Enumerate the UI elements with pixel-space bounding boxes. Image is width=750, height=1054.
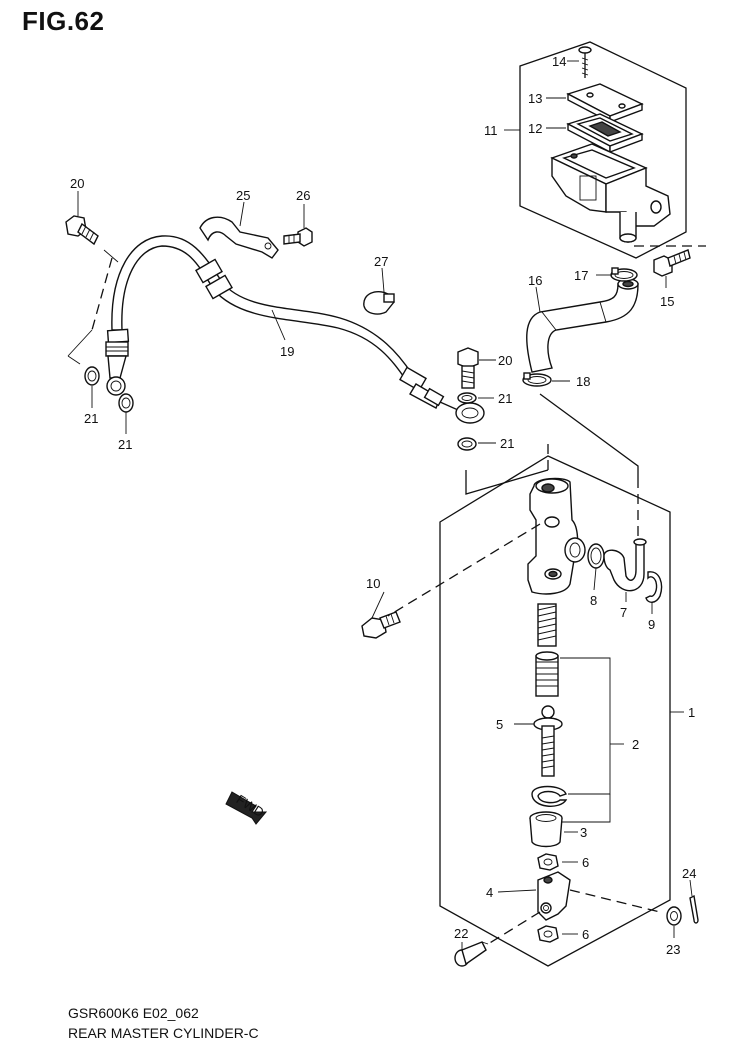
reservoir-hose-16 bbox=[526, 278, 639, 373]
callout-2: 2 bbox=[632, 737, 639, 752]
callout-21-right-lower: 21 bbox=[500, 436, 514, 451]
bolt-15 bbox=[653, 249, 691, 277]
brake-hose-assembly bbox=[65, 215, 485, 451]
callout-21-left-a: 21 bbox=[84, 411, 98, 426]
footer-code: GSR600K6 E02_062 bbox=[68, 1005, 199, 1021]
spring-upper bbox=[537, 603, 557, 647]
union-bolt-20-left bbox=[65, 215, 99, 246]
nut-6-upper bbox=[537, 853, 559, 871]
diaphragm-12 bbox=[566, 113, 644, 154]
callout-23: 23 bbox=[666, 942, 680, 957]
callout-21-right-upper: 21 bbox=[498, 391, 512, 406]
union-bolt-20-right bbox=[457, 347, 479, 389]
callout-8: 8 bbox=[590, 593, 597, 608]
callout-25: 25 bbox=[236, 188, 250, 203]
screw-14 bbox=[578, 46, 592, 78]
reservoir-assembly bbox=[519, 41, 691, 387]
callout-11: 11 bbox=[484, 123, 498, 138]
callout-21-left-b: 21 bbox=[118, 437, 132, 452]
callout-5: 5 bbox=[496, 717, 503, 732]
boot-3 bbox=[529, 811, 563, 848]
callout-3: 3 bbox=[580, 825, 587, 840]
footer-name: REAR MASTER CYLINDER-C bbox=[68, 1025, 259, 1041]
callout-labels: 14 13 12 11 20 25 26 27 16 17 15 19 20 1… bbox=[70, 54, 696, 957]
washer-21-d bbox=[457, 437, 477, 451]
circlip bbox=[531, 785, 568, 807]
washer-23 bbox=[666, 906, 682, 926]
bolt-26 bbox=[283, 227, 313, 247]
callout-13: 13 bbox=[528, 91, 542, 106]
washer-21-c bbox=[457, 392, 477, 404]
callout-14: 14 bbox=[552, 54, 566, 69]
callout-24: 24 bbox=[682, 866, 696, 881]
hose-clamp-27 bbox=[363, 290, 395, 315]
bolt-10 bbox=[361, 611, 401, 639]
reservoir-body bbox=[550, 143, 671, 243]
callout-10: 10 bbox=[366, 576, 380, 591]
bracket-25 bbox=[199, 216, 279, 259]
callout-12: 12 bbox=[528, 121, 542, 136]
callout-1: 1 bbox=[688, 705, 695, 720]
cotter-pin-24 bbox=[689, 894, 699, 924]
callout-17: 17 bbox=[574, 268, 588, 283]
callout-16: 16 bbox=[528, 273, 542, 288]
callout-15: 15 bbox=[660, 294, 674, 309]
callout-27: 27 bbox=[374, 254, 388, 269]
callout-6-upper: 6 bbox=[582, 855, 589, 870]
callout-22: 22 bbox=[454, 926, 468, 941]
callout-26: 26 bbox=[296, 188, 310, 203]
clamp-18 bbox=[522, 372, 552, 387]
callout-20-right: 20 bbox=[498, 353, 512, 368]
fwd-arrow-icon: FWD bbox=[225, 791, 268, 825]
clevis-4 bbox=[537, 871, 571, 921]
callout-19: 19 bbox=[280, 344, 294, 359]
cylinder-body bbox=[527, 477, 586, 595]
circlip-9 bbox=[645, 571, 663, 603]
connector-7 bbox=[603, 538, 647, 592]
callout-20-left: 20 bbox=[70, 176, 84, 191]
leader-lines bbox=[67, 60, 706, 950]
washer-21-a bbox=[84, 366, 100, 386]
callout-6-lower: 6 bbox=[582, 927, 589, 942]
washer-21-b bbox=[118, 393, 134, 413]
clamp-17 bbox=[610, 267, 638, 282]
figure-title: FIG.62 bbox=[22, 6, 105, 36]
callout-7: 7 bbox=[620, 605, 627, 620]
callout-4: 4 bbox=[486, 885, 493, 900]
push-rod-5 bbox=[533, 705, 563, 777]
nut-6-lower bbox=[537, 925, 559, 943]
master-cylinder-assembly bbox=[361, 455, 699, 967]
callout-18: 18 bbox=[576, 374, 590, 389]
piston-cup bbox=[535, 651, 559, 697]
pin-22 bbox=[454, 941, 489, 967]
callout-9: 9 bbox=[648, 617, 655, 632]
